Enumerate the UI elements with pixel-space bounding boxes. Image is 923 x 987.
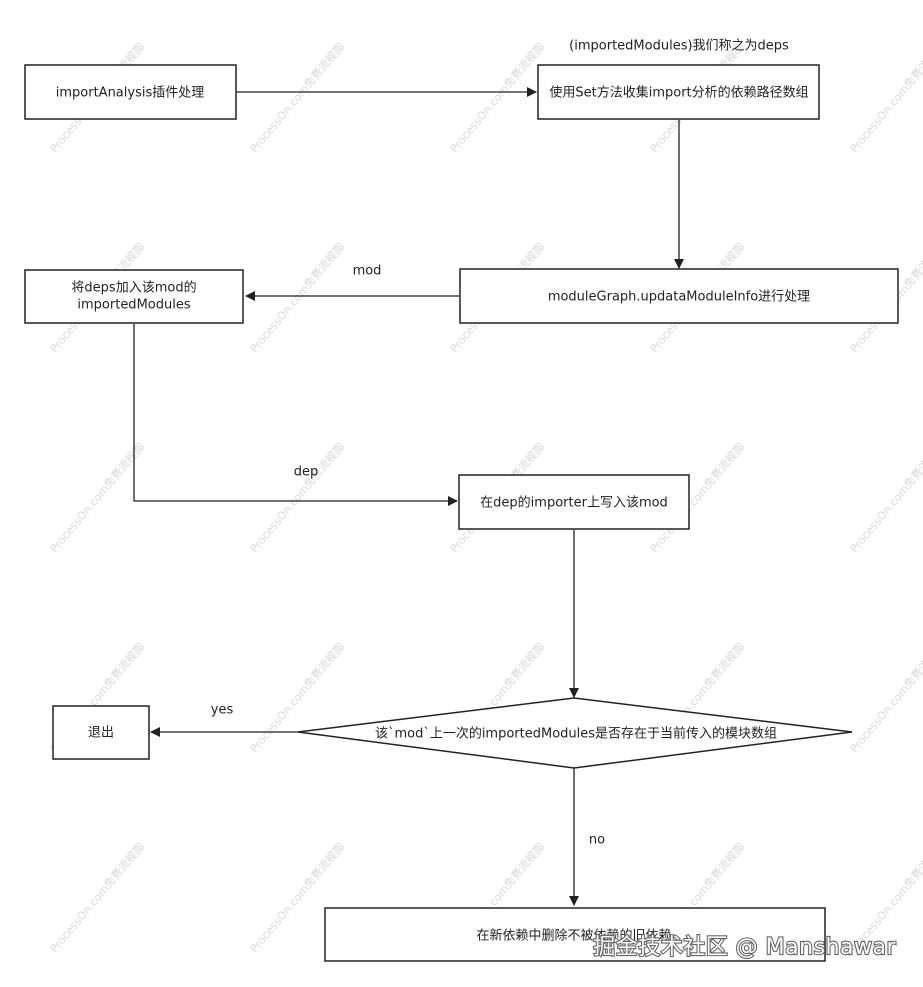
node-exit bbox=[52, 705, 150, 760]
watermark-text: ProcessOn.com免费流程图 bbox=[247, 640, 347, 756]
node-collect-set-label: 使用Set方法收集import分析的依赖路径数组 bbox=[549, 85, 808, 101]
node-import-analysis-label: importAnalysis插件处理 bbox=[56, 86, 205, 101]
node-write-importer-label: 在dep的importer上写入该mod bbox=[480, 495, 668, 511]
node-import-analysis bbox=[24, 64, 237, 120]
deps-note: (importedModules)我们称之为deps bbox=[569, 39, 789, 54]
node-delete-old bbox=[324, 907, 826, 962]
node-exit-label: 退出 bbox=[88, 726, 114, 741]
node-write-importer bbox=[458, 474, 690, 530]
edge-label-yes: yes bbox=[211, 703, 234, 718]
watermark-text: ProcessOn.com免费流程图 bbox=[247, 240, 347, 356]
edge-label-no: no bbox=[589, 833, 605, 848]
node-add-deps-label-line2: importedModules bbox=[77, 298, 190, 313]
node-decision-label: 该`mod`上一次的importedModules是否存在于当前传入的模块数组 bbox=[375, 726, 777, 742]
watermark-text: ProcessOn.com免费流程图 bbox=[447, 40, 547, 156]
node-delete-old-label: 在新依赖中删除不被依赖的旧依赖 bbox=[476, 928, 671, 944]
edge-label-mod: mod bbox=[353, 264, 382, 279]
node-add-deps-label-line1: 将deps加入该mod的 bbox=[71, 280, 196, 296]
watermark-text: ProcessOn.com免费流程图 bbox=[847, 440, 923, 556]
node-add-deps bbox=[24, 269, 244, 324]
watermark-text: ProcessOn.com免费流程图 bbox=[47, 840, 147, 956]
node-decision bbox=[297, 697, 853, 769]
credit-watermark: 掘金技术社区 @ Manshawar bbox=[593, 935, 896, 960]
watermark-text: ProcessOn.com免费流程图 bbox=[247, 40, 347, 156]
nodes bbox=[24, 64, 899, 962]
edge-adddeps-to-write bbox=[133, 324, 458, 506]
watermark-text: ProcessOn.com免费流程图 bbox=[847, 40, 923, 156]
node-update-module-info bbox=[459, 268, 899, 324]
edges bbox=[133, 87, 684, 906]
watermark-text: ProcessOn.com免费流程图 bbox=[47, 440, 147, 556]
watermark-text: ProcessOn.com免费流程图 bbox=[847, 640, 923, 756]
watermark-text: ProcessOn.com免费流程图 bbox=[247, 440, 347, 556]
node-update-module-info-label: moduleGraph.updataModuleInfo进行处理 bbox=[548, 290, 810, 305]
edge-label-dep: dep bbox=[294, 465, 319, 480]
node-collect-set bbox=[537, 64, 820, 120]
